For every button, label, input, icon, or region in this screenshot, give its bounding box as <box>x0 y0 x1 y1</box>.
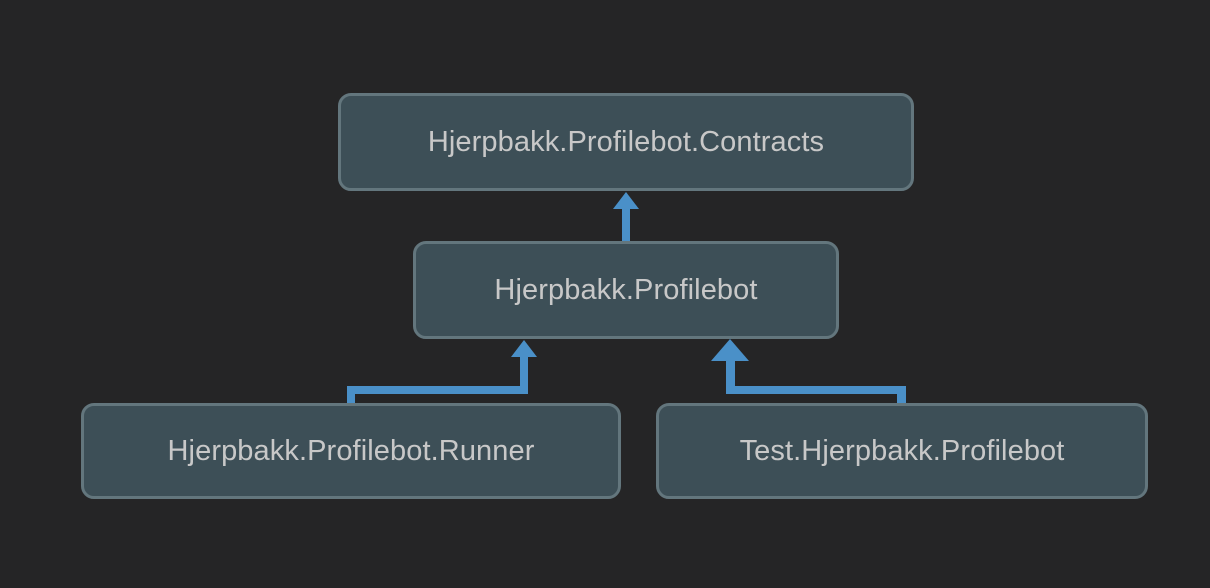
node-test-hjerpbakk-profilebot[interactable]: Test.Hjerpbakk.Profilebot <box>656 403 1148 499</box>
edge-profilebot-to-contracts <box>613 192 639 242</box>
node-hjerpbakk-profilebot[interactable]: Hjerpbakk.Profilebot <box>413 241 839 339</box>
edge-runner-to-profilebot <box>347 340 537 403</box>
node-label: Hjerpbakk.Profilebot <box>494 273 758 306</box>
node-hjerpbakk-profilebot-contracts[interactable]: Hjerpbakk.Profilebot.Contracts <box>338 93 914 191</box>
node-label: Hjerpbakk.Profilebot.Runner <box>167 434 535 467</box>
edge-test-to-profilebot <box>711 339 906 403</box>
node-hjerpbakk-profilebot-runner[interactable]: Hjerpbakk.Profilebot.Runner <box>81 403 621 499</box>
node-label: Hjerpbakk.Profilebot.Contracts <box>427 125 825 158</box>
node-label: Test.Hjerpbakk.Profilebot <box>739 434 1065 467</box>
